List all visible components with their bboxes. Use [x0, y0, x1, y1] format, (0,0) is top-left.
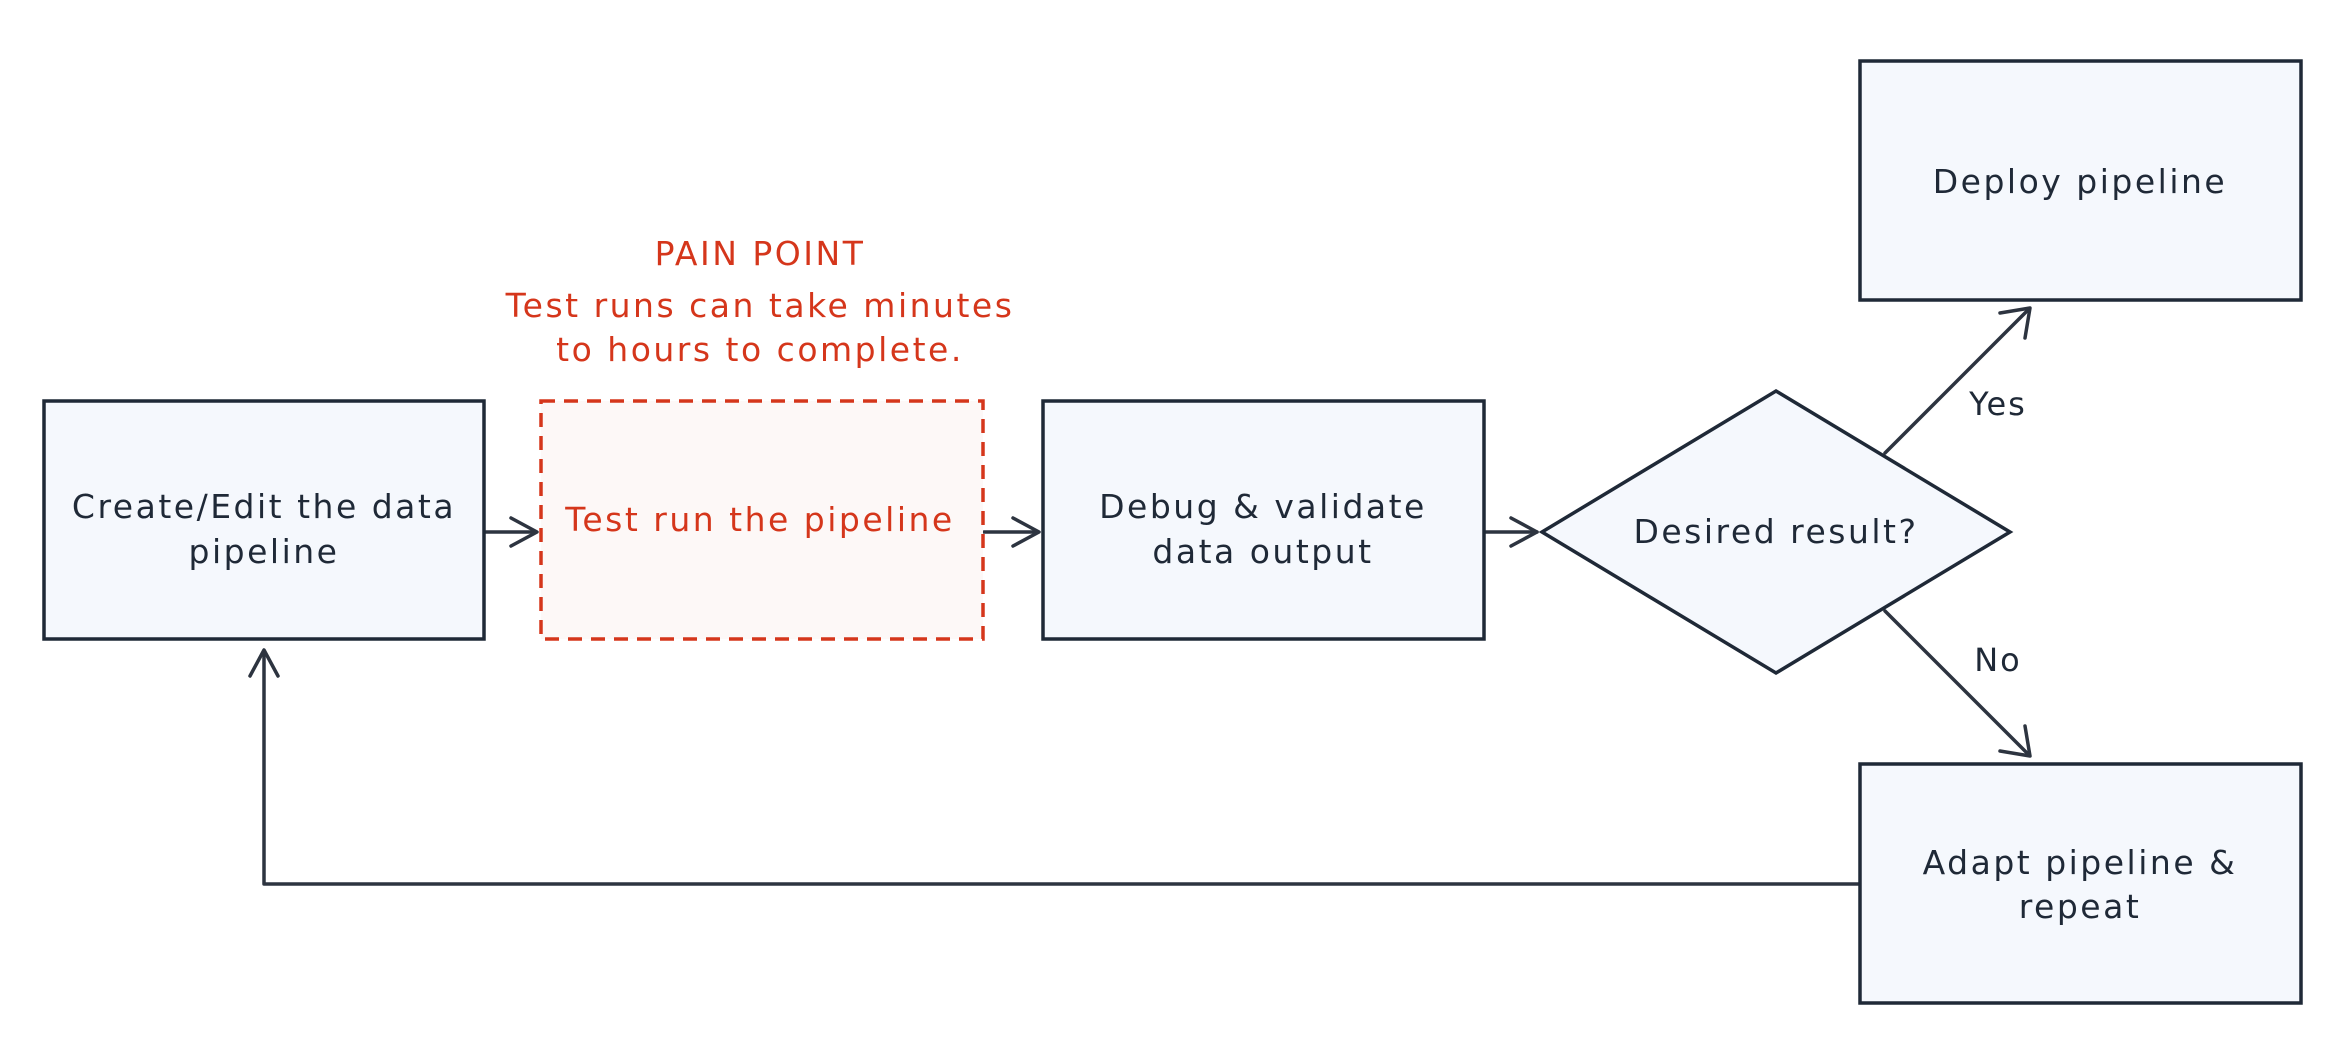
- pain-point-line-2: to hours to complete.: [556, 330, 964, 369]
- node-decision-diamond: [1538, 388, 2014, 676]
- arrowhead-decision-to-deploy: [1998, 306, 2032, 340]
- node-test-run-label: Test run the pipeline: [564, 500, 954, 539]
- node-decision-label: Desired result?: [1633, 512, 1918, 551]
- node-deploy-label: Deploy pipeline: [1933, 162, 2227, 201]
- node-create-edit-line-1: Create/Edit the data: [72, 487, 456, 526]
- node-deploy-box: [1858, 59, 2303, 302]
- connectors: [248, 306, 2032, 886]
- edge-label-yes: Yes: [1968, 385, 2027, 423]
- arrow-adapt-to-create: [262, 649, 1861, 886]
- node-test-run-box: [539, 399, 985, 641]
- pain-point-heading: PAIN POINT: [655, 234, 866, 273]
- node-debug-validate-line-1: Debug & validate: [1099, 487, 1427, 526]
- node-adapt: Adapt pipeline & repeat: [1858, 762, 2303, 1005]
- node-test-run: Test run the pipeline: [539, 399, 985, 641]
- pain-point-annotation: PAIN POINT Test runs can take minutes to…: [505, 234, 1015, 369]
- node-debug-validate-box: [1041, 399, 1486, 641]
- arrow-decision-to-adapt: [1883, 609, 2031, 757]
- node-debug-validate-line-2: data output: [1152, 532, 1373, 571]
- node-adapt-line-2: repeat: [2019, 887, 2142, 926]
- arrow-decision-to-deploy: [1883, 307, 2031, 455]
- pain-point-line-1: Test runs can take minutes: [505, 286, 1015, 325]
- node-deploy: Deploy pipeline: [1858, 59, 2303, 302]
- arrowhead-adapt-to-create: [248, 648, 280, 678]
- node-debug-validate: Debug & validate data output: [1041, 399, 1486, 641]
- node-adapt-line-1: Adapt pipeline &: [1923, 843, 2238, 882]
- arrowhead-decision-to-adapt: [1998, 724, 2032, 758]
- arrowhead-create-to-test: [509, 516, 539, 548]
- arrowhead-test-to-debug: [1011, 516, 1041, 548]
- node-create-edit-line-2: pipeline: [189, 532, 340, 571]
- node-create-edit: Create/Edit the data pipeline: [42, 399, 486, 641]
- node-adapt-box: [1858, 762, 2303, 1005]
- node-create-edit-box: [42, 399, 486, 641]
- arrowhead-debug-to-decision: [1509, 516, 1539, 548]
- node-decision: Desired result?: [1538, 388, 2014, 676]
- edge-label-no: No: [1974, 641, 2022, 679]
